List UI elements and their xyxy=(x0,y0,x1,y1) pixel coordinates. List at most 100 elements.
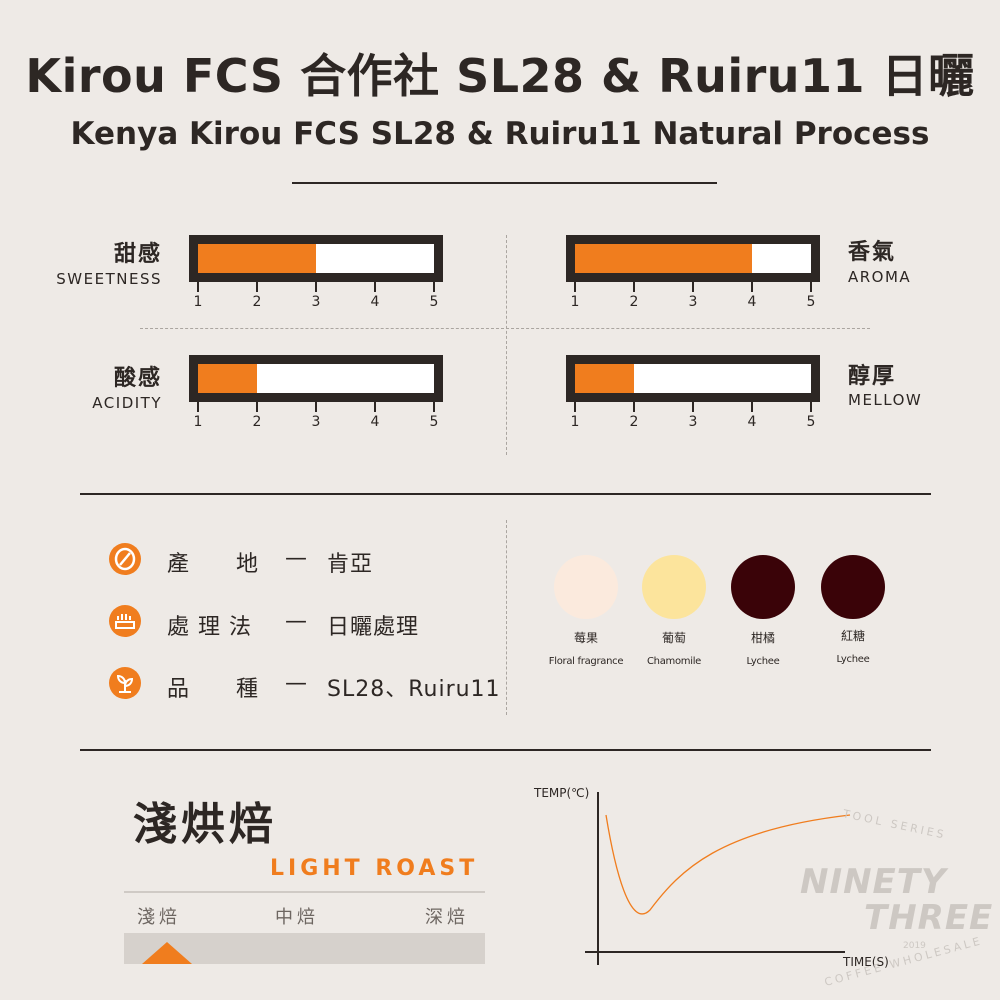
watermark-brand-2: THREE xyxy=(864,898,994,938)
scale-number: 3 xyxy=(688,414,698,430)
scale-tick xyxy=(810,282,812,292)
scale-number: 4 xyxy=(747,414,757,430)
scale-number: 5 xyxy=(806,414,816,430)
scale-tick xyxy=(692,282,694,292)
flavor-label-en: Floral fragrance xyxy=(548,656,624,667)
watermark-year: 2019 xyxy=(903,941,926,951)
scale-tick xyxy=(315,282,317,292)
scale-tick xyxy=(633,402,635,412)
scale-number: 4 xyxy=(370,414,380,430)
page-subtitle: Kenya Kirou FCS SL28 & Ruiru11 Natural P… xyxy=(70,116,930,152)
scale-tick xyxy=(810,402,812,412)
scale-number: 2 xyxy=(629,294,639,310)
flavor-label: 莓果 xyxy=(573,631,598,645)
scale-number: 4 xyxy=(747,294,757,310)
roast-scale-dark: 深焙 xyxy=(425,907,469,928)
title-divider xyxy=(292,182,717,184)
roast-level-title: 淺烘焙 xyxy=(133,799,277,850)
scale-number: 1 xyxy=(570,294,580,310)
scale-number: 1 xyxy=(570,414,580,430)
drying-bed-icon xyxy=(109,605,141,637)
process-label: 處 理 法 xyxy=(167,615,252,640)
variety-value: SL28、Ruiru11 xyxy=(327,677,501,702)
curve-x-label: TIME(S) xyxy=(843,955,889,969)
page-title: Kirou FCS 合作社 SL28 & Ruiru11 日曬 xyxy=(25,49,975,103)
section-divider-2 xyxy=(80,749,931,751)
flavor-label-en: Chamomile xyxy=(646,656,702,667)
sweetness-scale: 1 2 3 4 5 xyxy=(189,282,443,310)
scale-tick xyxy=(374,402,376,412)
roast-curve-line xyxy=(605,814,851,915)
aroma-bar xyxy=(566,235,820,282)
scale-number: 5 xyxy=(429,414,439,430)
flavor-label-en: Lychee xyxy=(746,656,780,667)
scale-tick xyxy=(374,282,376,292)
scale-number: 2 xyxy=(252,294,262,310)
mellow-bar xyxy=(566,355,820,402)
mellow-label: 醇厚 xyxy=(848,364,897,389)
acidity-label-en: ACIDITY xyxy=(92,394,162,412)
scale-number: 4 xyxy=(370,294,380,310)
flavor-label: 葡萄 xyxy=(661,631,686,645)
sweetness-label: 甜感 xyxy=(113,242,162,267)
scale-number: 3 xyxy=(311,414,321,430)
origin-value: 肯亞 xyxy=(327,552,374,577)
flavor-swatch xyxy=(731,555,795,619)
sweetness-label-en: SWEETNESS xyxy=(56,270,162,288)
scale-tick xyxy=(197,402,199,412)
scale-tick xyxy=(751,282,753,292)
roast-curve-chart xyxy=(585,792,851,965)
plant-icon xyxy=(109,667,141,699)
variety-dash: — xyxy=(285,671,308,696)
flavor-swatch xyxy=(642,555,706,619)
info-divider-vertical xyxy=(506,520,507,715)
sweetness-bar xyxy=(189,235,443,282)
aroma-scale: 1 2 3 4 5 xyxy=(566,282,820,310)
aroma-label-en: AROMA xyxy=(848,268,912,286)
scale-tick xyxy=(433,282,435,292)
scale-number: 2 xyxy=(629,414,639,430)
gauge-divider-horizontal xyxy=(140,328,870,329)
section-divider-1 xyxy=(80,493,931,495)
roast-scale-top-line xyxy=(124,891,485,893)
scale-number: 1 xyxy=(193,414,203,430)
variety-label: 品 種 xyxy=(167,677,260,702)
acidity-bar xyxy=(189,355,443,402)
scale-tick xyxy=(751,402,753,412)
scale-tick xyxy=(433,402,435,412)
flavor-swatch xyxy=(821,555,885,619)
flavor-label: 紅糖 xyxy=(840,629,865,643)
flavor-label-en: Lychee xyxy=(836,654,870,665)
scale-number: 3 xyxy=(311,294,321,310)
roast-level-marker xyxy=(142,942,193,964)
origin-label: 產 地 xyxy=(167,552,260,577)
watermark-brand-1: NINETY xyxy=(800,862,947,902)
scale-tick xyxy=(574,282,576,292)
acidity-label: 酸感 xyxy=(113,366,162,391)
acidity-scale: 1 2 3 4 5 xyxy=(189,402,443,430)
scale-tick xyxy=(692,402,694,412)
roast-scale-medium: 中焙 xyxy=(275,907,319,928)
scale-tick xyxy=(256,282,258,292)
gauge-divider-vertical xyxy=(506,235,507,455)
mellow-scale: 1 2 3 4 5 xyxy=(566,402,820,430)
scale-tick xyxy=(315,402,317,412)
process-dash: — xyxy=(285,609,308,634)
process-value: 日曬處理 xyxy=(327,615,420,640)
scale-number: 2 xyxy=(252,414,262,430)
roast-scale-bar xyxy=(124,933,485,964)
flavor-swatch xyxy=(554,555,618,619)
curve-y-label: TEMP(℃) xyxy=(534,786,590,800)
mellow-label-en: MELLOW xyxy=(848,391,923,409)
origin-dash: — xyxy=(285,546,308,571)
scale-number: 5 xyxy=(806,294,816,310)
scale-number: 1 xyxy=(193,294,203,310)
roast-level-title-en: LIGHT ROAST xyxy=(270,856,479,881)
aroma-label: 香氣 xyxy=(848,240,897,265)
scale-tick xyxy=(256,402,258,412)
scale-tick xyxy=(574,402,576,412)
scale-number: 3 xyxy=(688,294,698,310)
scale-number: 5 xyxy=(429,294,439,310)
coffee-bean-icon xyxy=(109,543,141,575)
scale-tick xyxy=(197,282,199,292)
